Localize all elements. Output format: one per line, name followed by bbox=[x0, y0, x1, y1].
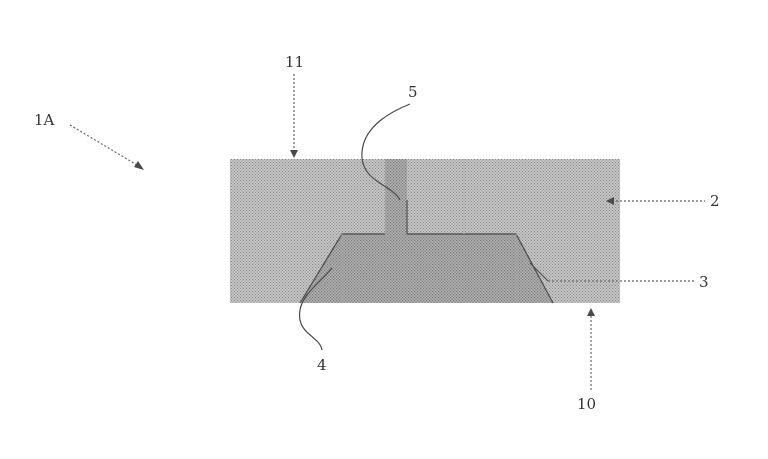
layer-3-outline bbox=[299, 233, 554, 304]
label-4: 4 bbox=[317, 356, 327, 374]
label-11: 11 bbox=[285, 53, 304, 71]
feature-5-stem bbox=[385, 159, 407, 235]
leader-4 bbox=[298, 267, 333, 351]
arrowhead-icon bbox=[606, 197, 614, 205]
label-2: 2 bbox=[710, 192, 720, 210]
label-3: 3 bbox=[699, 273, 709, 291]
arrowhead-icon bbox=[290, 150, 298, 158]
arrow-1a bbox=[69, 124, 143, 169]
label-10: 10 bbox=[577, 395, 596, 413]
arrowhead-icon bbox=[587, 308, 595, 316]
leader-5 bbox=[361, 103, 411, 201]
arrowhead-icon bbox=[134, 161, 144, 170]
label-1a: 1A bbox=[34, 111, 55, 129]
label-5: 5 bbox=[408, 83, 418, 101]
layer-3-region bbox=[300, 234, 553, 303]
leader-3-tip bbox=[529, 262, 549, 282]
